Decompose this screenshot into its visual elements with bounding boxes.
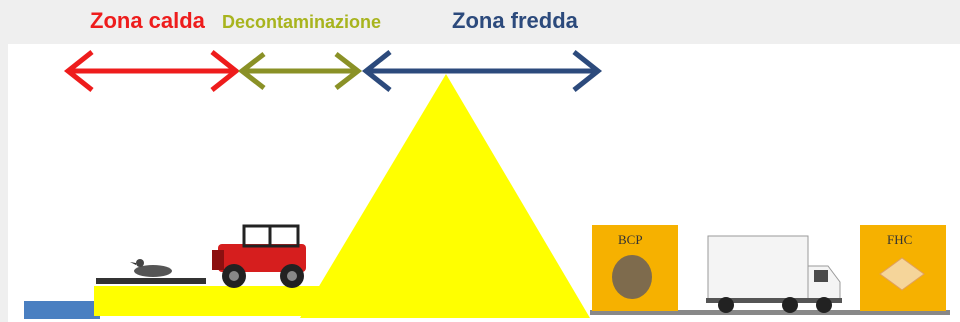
bcp-label: BCP: [618, 232, 643, 247]
arrow-hot-zone: [63, 50, 241, 92]
bcp-box: [592, 225, 678, 311]
fhc-box: [860, 225, 946, 311]
cold-zone-label: Zona fredda: [452, 8, 578, 33]
arrow-decontamination-zone: [237, 52, 363, 90]
bird-icon: [130, 259, 172, 277]
ground-ledge: [96, 278, 206, 284]
truck-icon: [706, 235, 842, 313]
water-strip: [24, 301, 100, 319]
arrow-cold-zone: [361, 50, 603, 92]
hot-zone-label: Zona calda: [90, 8, 205, 33]
fhc-label: FHC: [887, 232, 913, 247]
road-surface: [590, 310, 950, 315]
contamination-plume: [94, 74, 590, 318]
decontamination-zone-label: Decontaminazione: [222, 12, 382, 32]
jeep-icon: [212, 224, 306, 288]
